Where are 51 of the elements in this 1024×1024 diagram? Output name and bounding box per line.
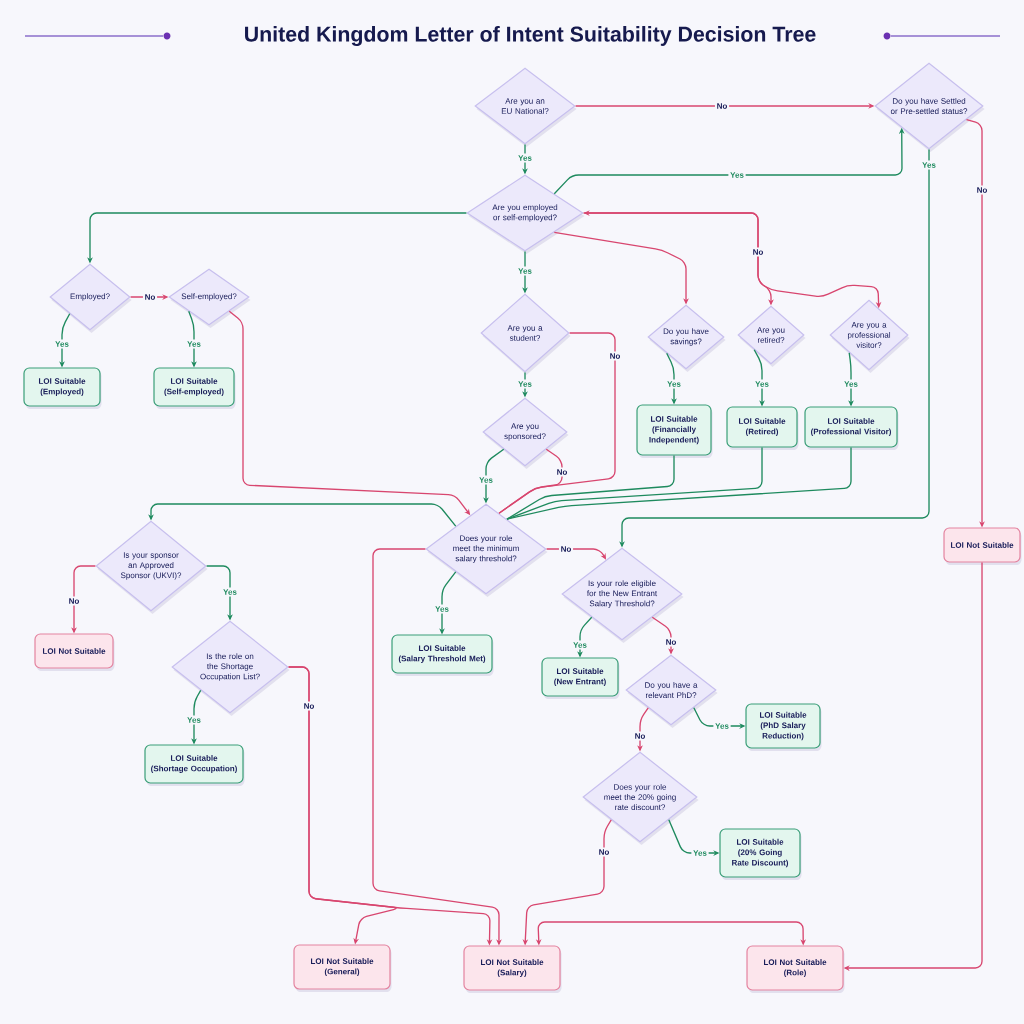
edge-label: Yes	[185, 715, 203, 725]
outcome-box: LOI Not Suitable (Salary)	[463, 945, 562, 993]
arrow	[545, 548, 606, 560]
edge-label: No	[66, 596, 82, 606]
edge-label: No	[554, 467, 570, 477]
edge-label: Yes	[185, 339, 203, 349]
edge-label: Yes	[728, 170, 746, 180]
edge-label: Yes	[842, 379, 860, 389]
outcome-box: LOI Suitable (Retired)	[726, 406, 799, 450]
outcome-box: LOI Not Suitable (General)	[293, 944, 392, 992]
edge-label: Yes	[477, 475, 495, 485]
outcome-box: LOI Not Suitable (Role)	[746, 945, 845, 993]
outcome-box: LOI Suitable (20% Going Rate Discount)	[719, 828, 802, 880]
outcome-box: LOI Suitable (New Entrant)	[541, 657, 620, 699]
edge-label: Yes	[516, 379, 534, 389]
outcome-box: LOI Suitable (Salary Threshold Met)	[391, 634, 494, 676]
connector-line	[506, 446, 763, 520]
edge-label: No	[974, 185, 990, 195]
edge-label: Yes	[571, 640, 589, 650]
edge-label: No	[663, 637, 679, 647]
outcome-box: LOI Suitable (PhD Salary Reduction)	[745, 703, 822, 751]
edge-label: No	[607, 351, 623, 361]
edge-label: Yes	[691, 848, 709, 858]
outcome-box: LOI Suitable (Shortage Occupation)	[144, 744, 245, 786]
connector-line	[506, 446, 852, 520]
edge-label: Yes	[920, 160, 938, 170]
edge-label: Yes	[221, 587, 239, 597]
title: United Kingdom Letter of Intent Suitability Decision Tree	[245, 26, 816, 46]
edge-label: Yes	[53, 339, 71, 349]
edge-label: Yes	[433, 604, 451, 614]
outcome-box: LOI Suitable (Financially Independent)	[636, 404, 713, 458]
edge-label: No	[750, 247, 766, 257]
outcome-box: LOI Not Suitable	[34, 633, 115, 671]
outcome-box: LOI Suitable (Self-employed)	[153, 367, 236, 409]
edge-label: Yes	[753, 379, 771, 389]
connector-line	[506, 454, 675, 520]
outcome-box: LOI Suitable (Professional Visitor)	[804, 406, 899, 450]
edge-label: No	[632, 731, 648, 741]
edge-label: No	[301, 701, 317, 711]
edge-label: No	[142, 292, 158, 302]
arrow	[148, 503, 457, 527]
edge-label: Yes	[713, 721, 731, 731]
edge-label: No	[558, 544, 574, 554]
outcome-box: LOI Not Suitable	[943, 527, 1022, 565]
edge-label: Yes	[516, 153, 534, 163]
edge-label: Yes	[665, 379, 683, 389]
outcome-box: LOI Suitable (Employed)	[23, 367, 102, 409]
connector-line	[498, 448, 563, 514]
edge-label: No	[714, 101, 730, 111]
edge-label: No	[596, 847, 612, 857]
edge-label: Yes	[516, 266, 534, 276]
